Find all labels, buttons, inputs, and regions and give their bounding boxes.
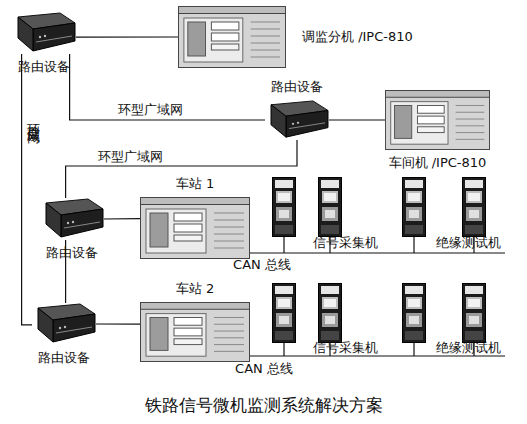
computer-icon bbox=[385, 90, 490, 150]
network-link bbox=[329, 119, 385, 120]
node-label: 路由设备 bbox=[46, 244, 98, 262]
insulation-tester-cabinet bbox=[403, 284, 426, 343]
industrial-computer: 车站 1 bbox=[140, 197, 250, 259]
cabinet-row-1 bbox=[273, 178, 486, 237]
router-icon bbox=[265, 100, 329, 140]
router-icon bbox=[12, 12, 76, 54]
industrial-computer: 车站 2 bbox=[140, 302, 250, 362]
network-link bbox=[76, 36, 178, 37]
computer-icon bbox=[178, 6, 286, 68]
node-label: 路由设备 bbox=[38, 349, 90, 367]
industrial-computer: 车间机 /IPC-810 bbox=[385, 90, 490, 150]
router-icon bbox=[32, 303, 96, 345]
node-label: 路由设备 bbox=[271, 78, 323, 96]
link-label: 环型广域网 bbox=[98, 148, 163, 166]
component-label: 绝缘测试机 bbox=[436, 234, 501, 252]
network-link bbox=[104, 218, 140, 220]
component-label: 信号采集机 bbox=[313, 234, 378, 252]
industrial-computer: 调监分机 /IPC-810 bbox=[178, 6, 286, 68]
router-device: 路由设备 bbox=[12, 12, 76, 54]
network-link bbox=[66, 140, 297, 198]
component-label: CAN 总线 bbox=[233, 256, 291, 274]
computer-icon bbox=[140, 197, 250, 259]
network-link bbox=[96, 323, 140, 324]
signal-collector-cabinet bbox=[319, 284, 342, 343]
signal-collector-cabinet bbox=[273, 284, 296, 343]
node-label: 车间机 /IPC-810 bbox=[389, 154, 487, 172]
node-label: 车站 2 bbox=[176, 280, 214, 298]
signal-collector-cabinet bbox=[273, 178, 296, 237]
figure-caption: 铁路信号微机监测系统解决方案 bbox=[145, 394, 383, 417]
component-label: 绝缘测试机 bbox=[436, 339, 501, 357]
node-label: 调监分机 /IPC-810 bbox=[302, 28, 413, 46]
router-device: 路由设备 bbox=[40, 198, 104, 240]
signal-collector-cabinet bbox=[319, 178, 342, 237]
router-device: 路由设备 bbox=[32, 303, 96, 345]
link-label: 环型广域网 bbox=[24, 113, 42, 123]
router-device: 路由设备 bbox=[265, 100, 329, 140]
link-label: 环型广域网 bbox=[118, 101, 183, 119]
computer-icon bbox=[140, 302, 250, 362]
insulation-tester-cabinet bbox=[463, 284, 486, 343]
node-label: 车站 1 bbox=[176, 175, 214, 193]
component-label: CAN 总线 bbox=[235, 360, 293, 378]
component-label: 信号采集机 bbox=[313, 339, 378, 357]
network-link bbox=[22, 54, 32, 325]
router-icon bbox=[40, 198, 104, 240]
node-label: 路由设备 bbox=[18, 58, 70, 76]
cabinet-row-2 bbox=[273, 284, 486, 343]
insulation-tester-cabinet bbox=[463, 178, 486, 237]
insulation-tester-cabinet bbox=[403, 178, 426, 237]
